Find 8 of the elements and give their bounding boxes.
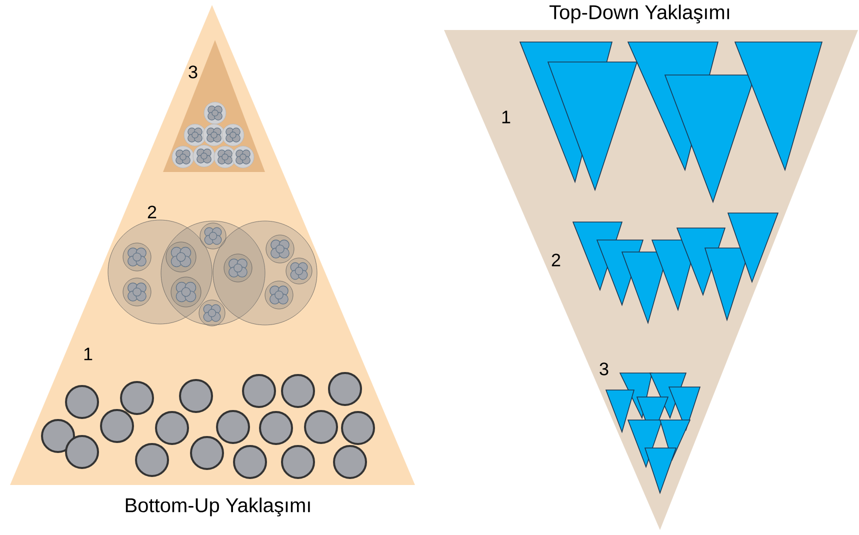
- node-label: Top-Down Yaklaşımı: [550, 4, 730, 24]
- level-number: 2: [148, 206, 156, 218]
- level-number: 2: [552, 254, 560, 266]
- level-number: 1: [502, 110, 510, 124]
- level-number: 3: [188, 66, 198, 78]
- node-label: Bottom-Up Yaklaşımı: [126, 498, 310, 516]
- level-number: 1: [84, 348, 92, 360]
- level-number: 3: [600, 362, 608, 376]
